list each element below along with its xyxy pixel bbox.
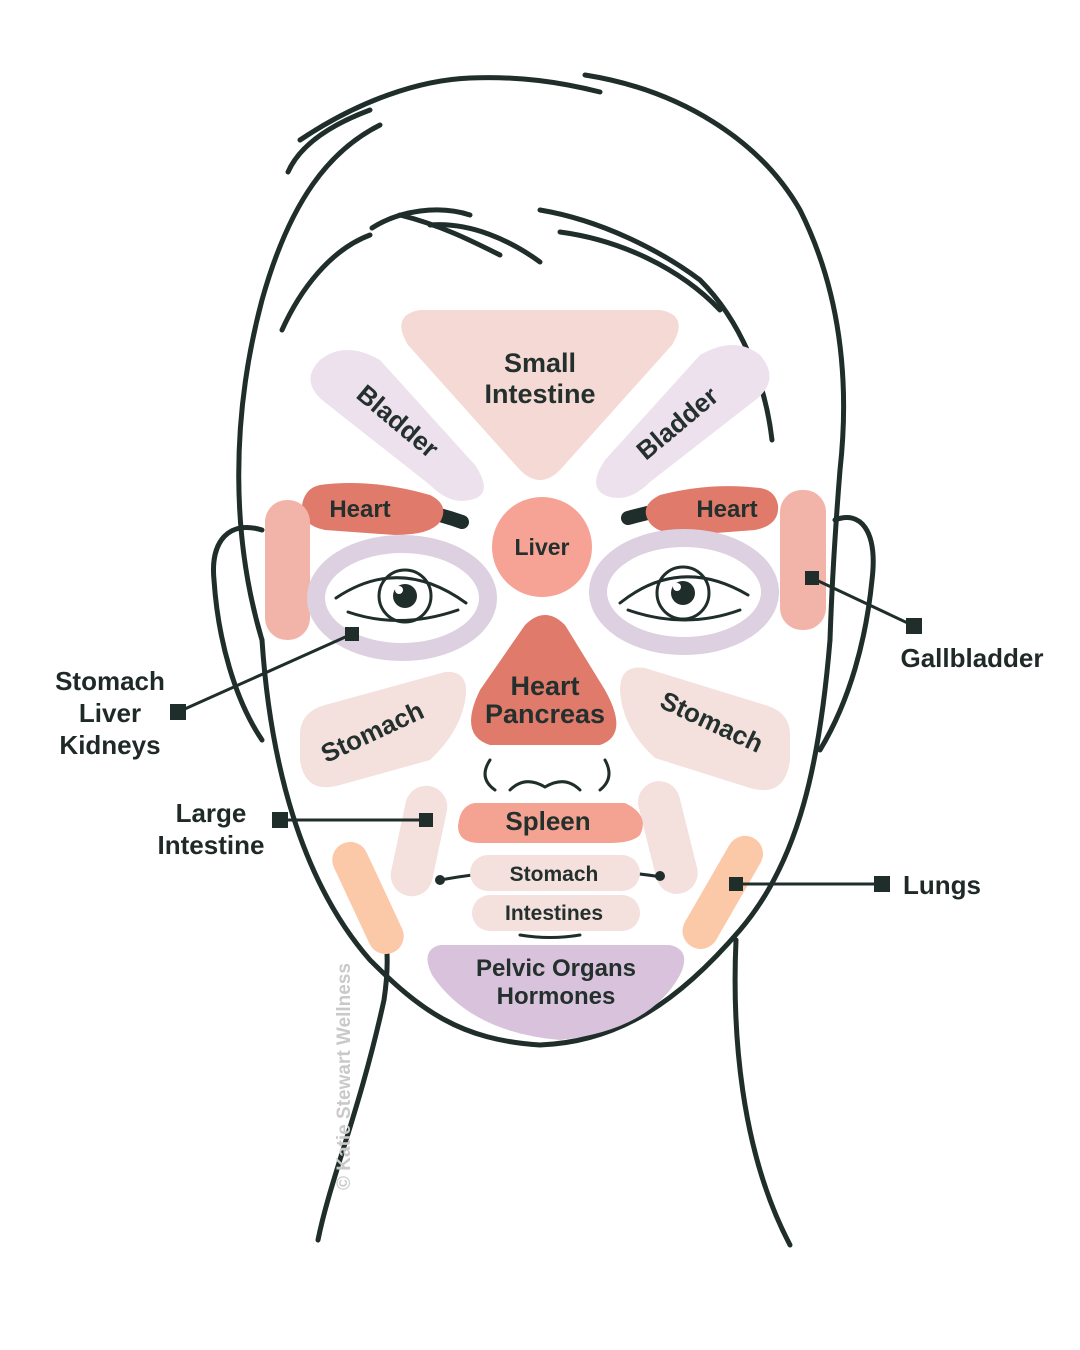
callout-label-lungs: Lungs	[903, 870, 981, 900]
label-intestines-chin: Intestines	[505, 902, 603, 925]
zone-lungs-left	[332, 841, 404, 955]
callout-under-eye	[170, 627, 359, 720]
callout-gallbladder	[805, 571, 922, 634]
zone-pelvic	[427, 945, 685, 1040]
callout-label-intestine: Intestine	[158, 830, 265, 860]
zone-temple-left	[265, 500, 310, 640]
callout-label-large: Large	[176, 798, 247, 828]
callout-lungs	[729, 876, 890, 892]
label-stomach-chin: Stomach	[510, 863, 599, 886]
zone-large-intestine-left	[390, 785, 448, 897]
zone-eye-ring-left	[307, 535, 497, 661]
zone-spleen	[458, 803, 643, 843]
zone-liver	[492, 497, 592, 597]
zone-stomach-left	[300, 671, 467, 788]
zone-large-intestine-right	[638, 781, 698, 894]
face-outline	[210, 72, 876, 1248]
label-pancreas: Pancreas	[485, 699, 605, 729]
callout-label-stomach: Stomach	[55, 666, 165, 696]
zone-heart-left	[301, 482, 444, 535]
zone-lungs-right	[682, 835, 763, 949]
chin-line	[518, 933, 582, 939]
label-pelvic-organs: Pelvic Organs	[476, 955, 636, 982]
label-heart: Heart	[510, 671, 579, 701]
callout-large-intestine	[272, 812, 433, 828]
label-heart-right: Heart	[696, 496, 757, 523]
label-small-intestine-1: Small	[504, 348, 576, 378]
zone-bladder-right	[596, 345, 770, 498]
zone-heart-right	[645, 486, 779, 535]
label-spleen: Spleen	[505, 806, 590, 836]
label-small-intestine-2: Intestine	[484, 379, 595, 409]
copyright-watermark: © Katie Stewart Wellness	[334, 963, 355, 1190]
zone-temple-right	[780, 490, 826, 630]
zone-bladder-left	[310, 350, 484, 501]
zone-intestines-chin	[472, 895, 640, 931]
callout-label-kidneys: Kidneys	[59, 730, 160, 760]
label-liver: Liver	[515, 534, 570, 560]
eye-left	[334, 568, 468, 624]
zone-stomach-chin	[470, 855, 640, 891]
label-heart-left: Heart	[329, 496, 390, 523]
callout-label-liver: Liver	[79, 698, 141, 728]
eye-right	[618, 565, 750, 622]
label-hormones: Hormones	[497, 983, 616, 1010]
zone-stomach-right	[620, 667, 790, 791]
zone-small-intestine	[401, 310, 679, 480]
zone-heart-pancreas	[471, 615, 617, 745]
zone-eye-ring-right	[589, 529, 779, 655]
callout-label-gallbladder: Gallbladder	[900, 643, 1043, 673]
nose-outline	[483, 758, 611, 792]
